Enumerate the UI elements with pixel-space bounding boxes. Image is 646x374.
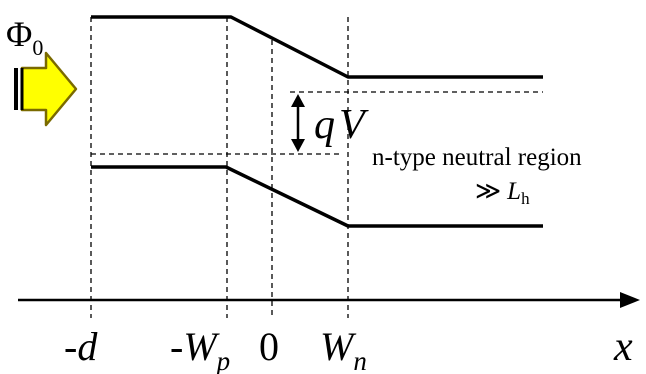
qv-label: qV [314, 102, 369, 148]
diffusion-length-label: ≫Lh [475, 178, 530, 208]
conduction-band-edge [91, 15, 543, 79]
qv-double-arrow-icon [291, 94, 305, 152]
photon-flux-subscript: 0 [32, 35, 43, 60]
valence-band-edge [91, 165, 543, 228]
tick-zero: 0 [259, 324, 279, 369]
tick-neg-d: -d [64, 324, 98, 369]
x-axis-label: x [613, 324, 633, 370]
tick-wn: Wn [320, 324, 367, 374]
x-axis-arrowhead-icon [620, 292, 640, 308]
region-label: n-type neutral region [372, 144, 582, 171]
vertical-guides [90, 17, 349, 318]
yellow-block-arrow-icon [14, 51, 78, 127]
horizontal-guides [91, 91, 543, 155]
tick-neg-wp: -Wp [170, 324, 230, 374]
photon-flux-label: Φ0 [6, 14, 43, 60]
